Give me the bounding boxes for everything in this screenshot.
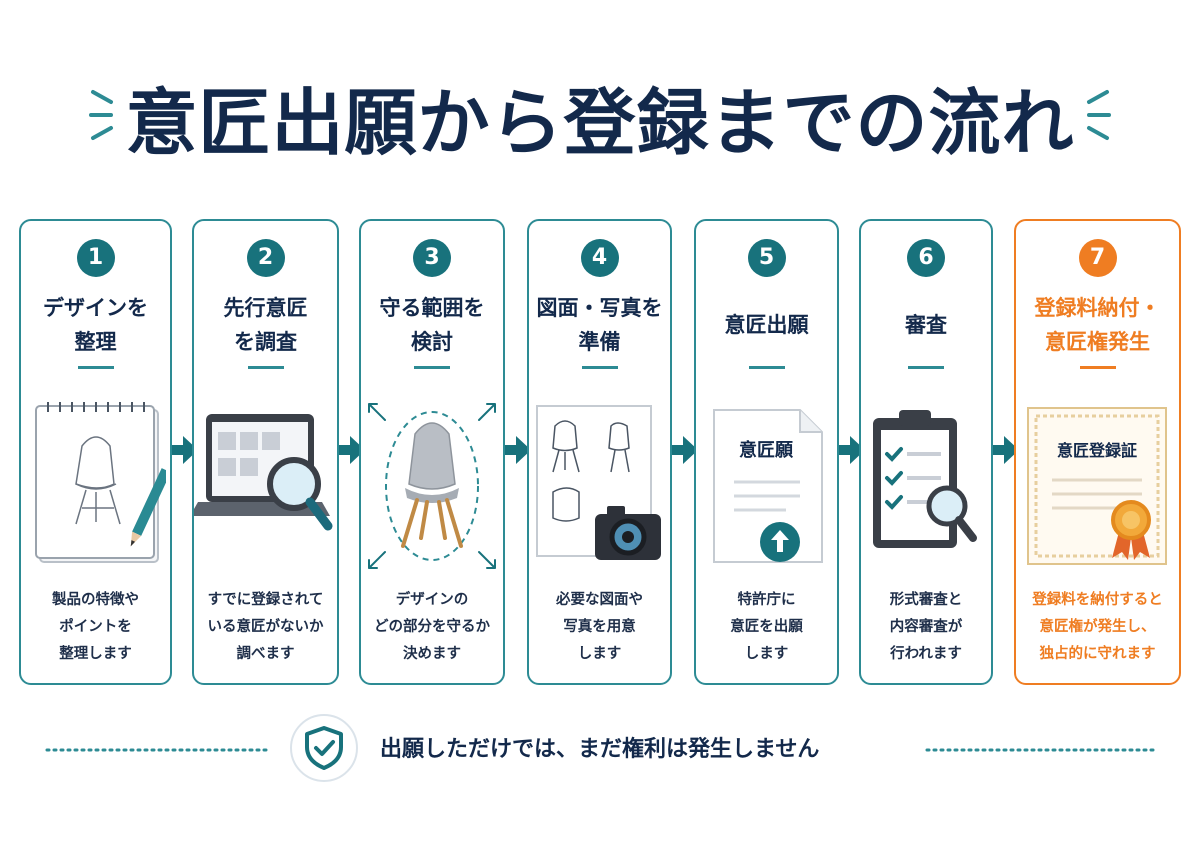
step-description: 特許庁に 意匠を出願 します bbox=[730, 592, 803, 662]
step-number: 6 bbox=[907, 239, 945, 277]
cert-label: 意匠登録証 bbox=[1057, 441, 1137, 460]
step-number: 1 bbox=[76, 239, 115, 277]
title-rule bbox=[748, 366, 785, 369]
flow-arrow-icon bbox=[172, 436, 198, 464]
sketchbook-icon bbox=[34, 402, 166, 563]
spark-right-icon bbox=[1087, 90, 1111, 140]
drawings-camera-icon bbox=[536, 405, 661, 560]
step-title: 守る範囲を 検討 bbox=[379, 296, 485, 354]
step-title: 審査 bbox=[905, 313, 947, 337]
step-description: 登録料を納付すると 意匠権が発生し、 独占的に守れます bbox=[1032, 592, 1163, 662]
flow-arrow-icon bbox=[505, 436, 531, 464]
flow-arrow-icon bbox=[993, 436, 1019, 464]
step-number: 7 bbox=[1078, 239, 1117, 277]
footer-note: 出願しただけでは、まだ権利は発生しません bbox=[380, 737, 820, 762]
clipboard-check-icon bbox=[873, 410, 977, 548]
title-rule bbox=[77, 366, 114, 369]
shield-check-icon bbox=[305, 726, 343, 770]
step-card-7: 7 登録料納付・ 意匠権発生 意匠登録証 登録料を納付すると 意匠権が発生し、 … bbox=[1014, 219, 1181, 685]
step-description: すでに登録されて いる意匠がないか 調べます bbox=[207, 592, 324, 662]
step-number: 3 bbox=[413, 239, 451, 277]
step-card-1: 1 デザインを 整理 製品の特徴や ポイントを 整理します bbox=[19, 219, 172, 685]
chair-scope-icon bbox=[368, 403, 496, 569]
step-title: 意匠出願 bbox=[724, 313, 809, 337]
laptop-search-icon bbox=[194, 414, 333, 531]
step-description: 形式審査と 内容審査が 行われます bbox=[889, 592, 963, 662]
step-title: 先行意匠 を調査 bbox=[223, 296, 308, 354]
spark-left-icon bbox=[89, 90, 113, 140]
step-card-5: 5 意匠出願 意匠願 特許庁に 意匠を出願 します bbox=[694, 219, 839, 685]
step-description: デザインの どの部分を守るか 決めます bbox=[374, 592, 490, 662]
doc-label: 意匠願 bbox=[739, 439, 794, 461]
shield-badge bbox=[290, 714, 358, 782]
step-card-2: 2 先行意匠 を調査 すでに登録されて いる意匠がないか 調べます bbox=[192, 219, 339, 685]
step-description: 製品の特徴や ポイントを 整理します bbox=[52, 592, 139, 662]
step-card-4: 4 図面・写真を 準備 必要な図面や 写真を用意 します bbox=[527, 219, 672, 685]
flow-arrow-icon bbox=[672, 436, 698, 464]
step-description: 必要な図面や 写真を用意 します bbox=[556, 592, 643, 662]
step-card-6: 6 審査 形式審査と 内容審査が 行われます bbox=[859, 219, 993, 685]
flow-arrow-icon bbox=[839, 436, 865, 464]
step-number: 4 bbox=[580, 239, 619, 277]
step-number: 2 bbox=[246, 239, 285, 277]
step-title: デザインを 整理 bbox=[43, 296, 148, 354]
title-rule bbox=[581, 366, 618, 369]
footer-dotted-line-left bbox=[45, 748, 270, 752]
title-rule bbox=[908, 366, 944, 369]
step-card-3: 3 守る範囲を 検討 デザインの どの部分を守るか 決めます bbox=[359, 219, 505, 685]
step-title: 図面・写真を 準備 bbox=[536, 296, 663, 354]
title-rule bbox=[414, 366, 450, 369]
certificate-icon: 意匠登録証 bbox=[1027, 407, 1167, 565]
application-document-icon: 意匠願 bbox=[713, 409, 823, 563]
flow-arrow-icon bbox=[339, 436, 365, 464]
step-title: 登録料納付・ 意匠権発生 bbox=[1034, 296, 1161, 354]
title-rule bbox=[247, 366, 284, 369]
step-number: 5 bbox=[747, 239, 786, 277]
title-rule bbox=[1079, 366, 1116, 369]
page-title: 意匠出願から登録までの流れ bbox=[125, 81, 1075, 165]
footer-dotted-line-right bbox=[925, 748, 1160, 752]
